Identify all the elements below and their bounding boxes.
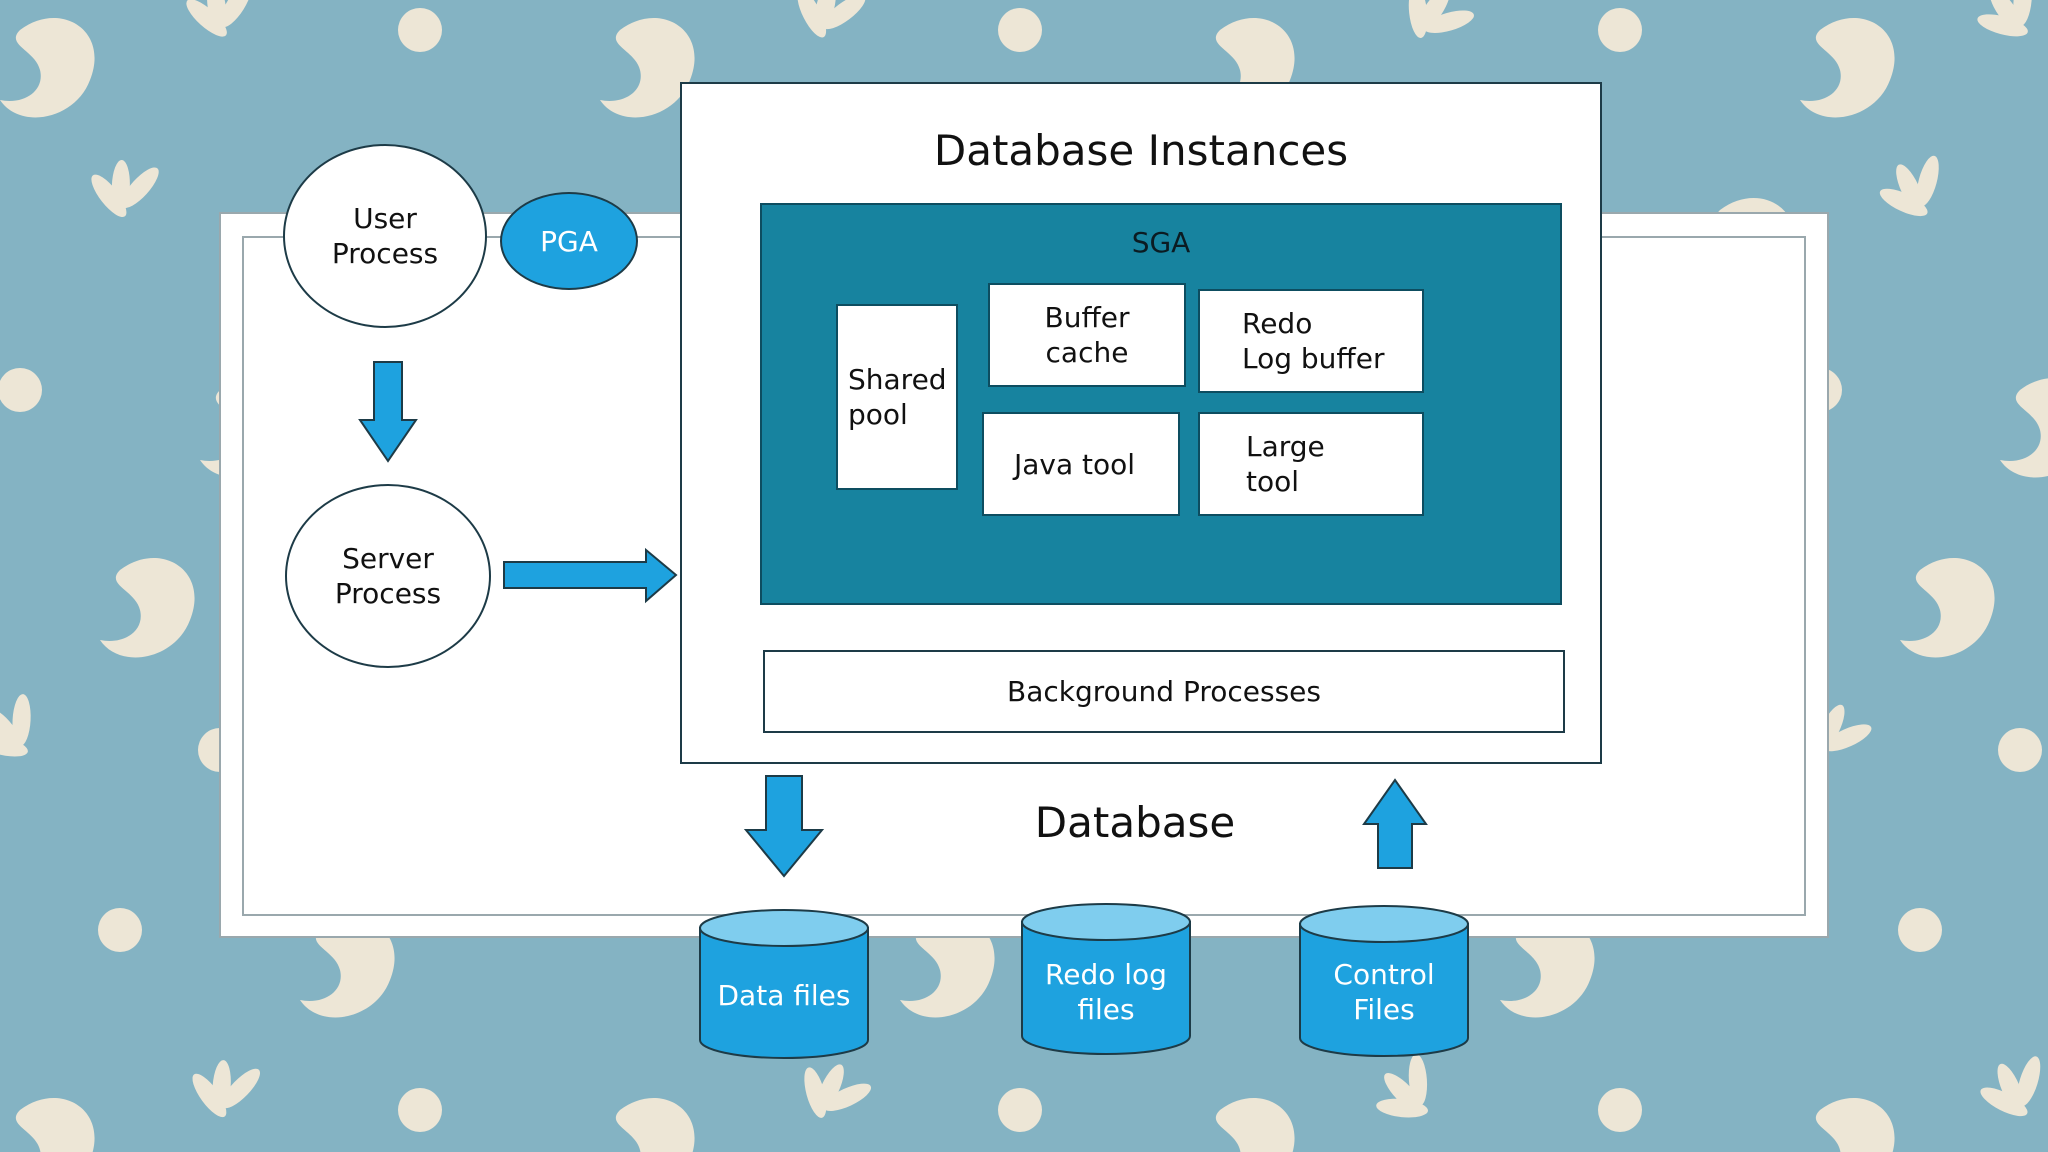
instance-title: Database Instances xyxy=(933,125,1349,175)
pattern-paisley xyxy=(1215,1098,1295,1152)
database-label: Database xyxy=(1034,797,1236,847)
background-processes-box: Background Processes xyxy=(763,650,1565,733)
pattern-dot xyxy=(1998,728,2042,772)
pattern-leaf xyxy=(797,0,866,38)
pattern-paisley xyxy=(1815,1098,1895,1152)
pattern-paisley xyxy=(100,558,195,658)
redo-log-files-cylinder xyxy=(1021,903,1191,1055)
pattern-leaf xyxy=(804,1064,872,1118)
pattern-dot xyxy=(998,1088,1042,1132)
pattern-leaf xyxy=(1977,0,2032,37)
arrow-down-user-to-server xyxy=(358,361,418,463)
pattern-paisley xyxy=(615,1098,695,1152)
pattern-paisley xyxy=(2000,378,2048,478)
pattern-leaf xyxy=(1376,1054,1428,1118)
pattern-paisley xyxy=(15,1098,95,1152)
large-tool-box: Large tool xyxy=(1198,412,1424,516)
pattern-leaf xyxy=(1980,1056,2041,1117)
pattern-dot xyxy=(98,908,142,952)
pattern-paisley xyxy=(600,18,695,118)
pattern-paisley xyxy=(1800,18,1895,118)
arrow-down-to-data-files xyxy=(743,775,825,878)
redo-log-files-label: Redo log files xyxy=(1045,958,1167,1026)
pattern-dot xyxy=(0,368,42,412)
pattern-paisley xyxy=(900,918,995,1018)
pattern-paisley xyxy=(0,18,95,118)
sga-label: SGA xyxy=(1131,225,1191,259)
control-files-cylinder xyxy=(1299,905,1469,1057)
user-process-circle: User Process xyxy=(283,144,487,328)
pattern-paisley xyxy=(1500,918,1595,1018)
shared-pool-box: Shared pool xyxy=(836,304,958,490)
arrow-right-server-to-instance xyxy=(503,547,678,604)
pattern-leaf xyxy=(186,0,252,37)
server-process-circle: Server Process xyxy=(285,484,491,668)
pattern-dot xyxy=(1898,908,1942,952)
data-files-label: Data files xyxy=(717,978,851,1012)
pattern-paisley xyxy=(300,918,395,1018)
control-files-label: Control Files xyxy=(1333,958,1435,1026)
pattern-leaf xyxy=(91,160,159,218)
pattern-leaf xyxy=(1879,155,1939,217)
pattern-leaf xyxy=(0,694,31,757)
pattern-leaf xyxy=(192,1060,261,1118)
pga-ellipse: PGA xyxy=(500,192,638,290)
arrow-up-from-control-files xyxy=(1362,778,1428,869)
pattern-dot xyxy=(398,8,442,52)
java-tool-box: Java tool xyxy=(982,412,1180,516)
pattern-dot xyxy=(1598,1088,1642,1132)
data-files-cylinder xyxy=(699,909,869,1059)
pattern-leaf xyxy=(1408,0,1474,38)
buffer-cache-box: Buffer cache xyxy=(988,283,1186,387)
redo-log-buffer-box: Redo Log buffer xyxy=(1198,289,1424,393)
pattern-dot xyxy=(998,8,1042,52)
pattern-dot xyxy=(1598,8,1642,52)
pattern-paisley xyxy=(1900,558,1995,658)
pattern-dot xyxy=(398,1088,442,1132)
